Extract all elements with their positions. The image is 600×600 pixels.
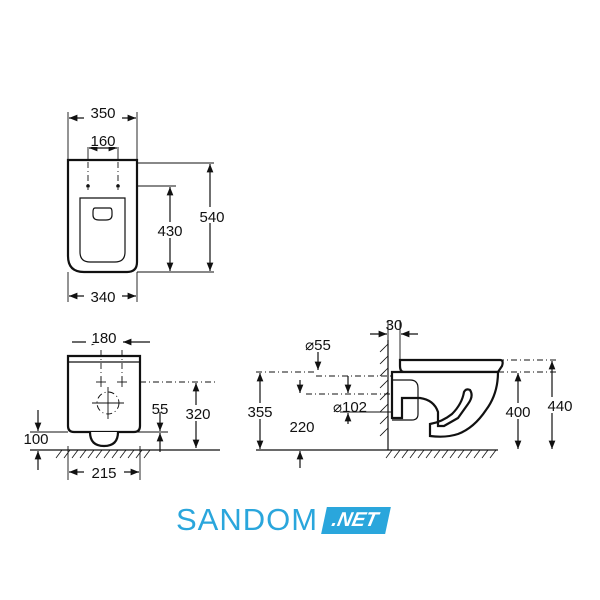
- dim-wall-offset-30: 30: [386, 317, 403, 334]
- watermark-tld: .NET: [321, 506, 391, 534]
- dim-inlet-height-355: 355: [247, 404, 272, 421]
- top-view-bowl-outline: [66, 158, 139, 274]
- dim-width-350: 350: [90, 105, 115, 122]
- top-view-flush-hole: [92, 207, 113, 221]
- dim-outlet-55: 55: [152, 401, 169, 418]
- seat-lid: [398, 358, 504, 374]
- seat-fixing-hole-right: [116, 184, 120, 188]
- dim-base-215: 215: [91, 465, 116, 482]
- dim-inlet-diameter-55: ⌀55: [305, 337, 331, 354]
- watermark-logo: SANDOM .NET: [176, 500, 391, 540]
- dim-width-340: 340: [90, 289, 115, 306]
- dim-height-320: 320: [185, 406, 210, 423]
- front-view-outlet: [88, 431, 120, 448]
- top-view-seat-opening: [79, 197, 126, 263]
- dim-rim-height-400: 400: [505, 404, 530, 421]
- dim-total-height-440: 440: [547, 398, 572, 415]
- watermark-word: SANDOM: [176, 502, 319, 537]
- seat-fixing-hole-left: [86, 184, 90, 188]
- dim-depth-540: 540: [199, 209, 224, 226]
- front-view-bowl-outline: [66, 354, 142, 434]
- dim-floor-100: 100: [23, 431, 48, 448]
- top-view: 350 160 430 540 340: [66, 105, 232, 306]
- front-view: 180 55 320 100 215: [23, 330, 220, 482]
- side-outlet: [392, 379, 419, 421]
- side-view: ⌀55 30 ⌀102 355 220 400 440: [238, 317, 578, 468]
- dim-outlet-height-220: 220: [289, 419, 314, 436]
- dim-depth-430: 430: [157, 223, 182, 240]
- dim-hole-spacing-160: 160: [90, 133, 115, 150]
- dim-outlet-diameter-102: ⌀102: [333, 399, 367, 416]
- dim-fixing-spacing-180: 180: [91, 330, 116, 347]
- side-bowl-outline: [390, 370, 500, 438]
